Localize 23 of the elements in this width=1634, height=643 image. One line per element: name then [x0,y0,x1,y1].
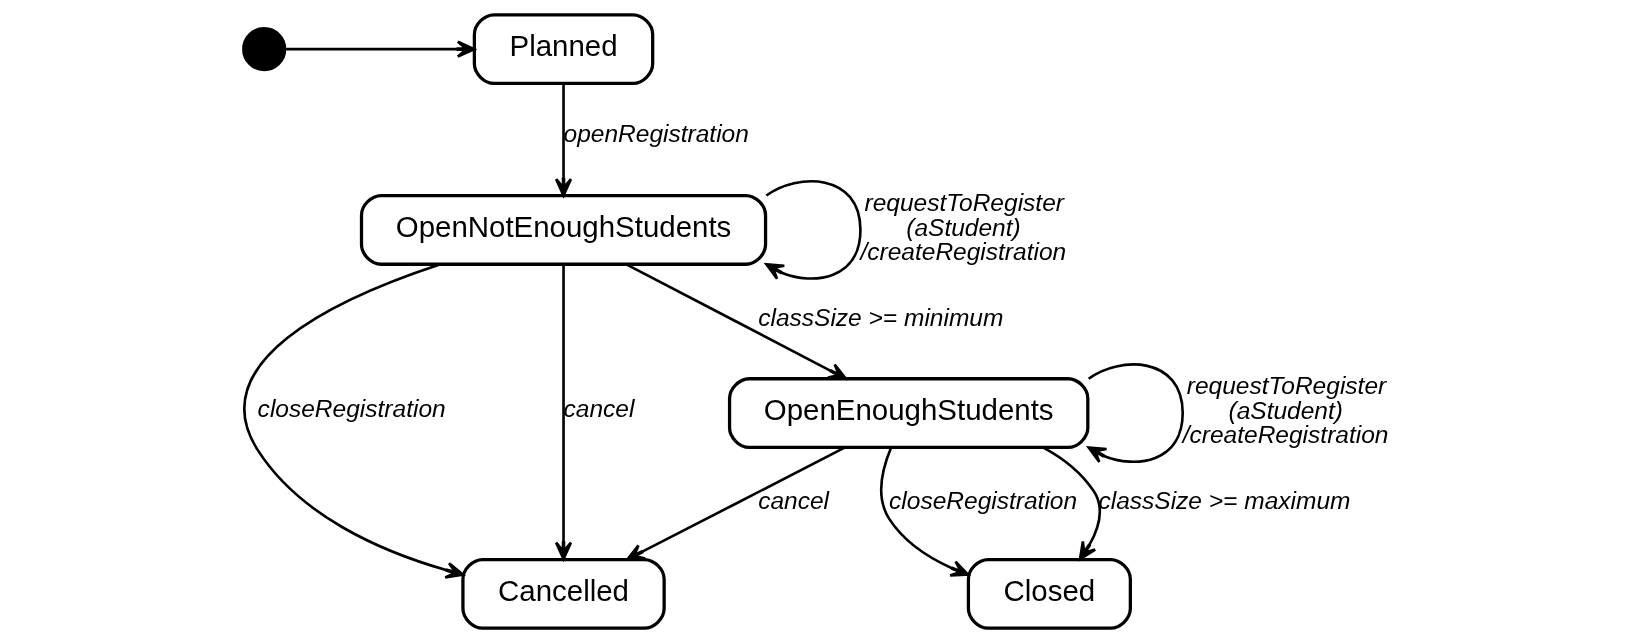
edge-label: cancel [758,486,830,514]
edge-label: requestToRegister (aStudent) /createRegistration [1182,372,1389,449]
arrow [626,446,846,561]
edge-label: requestToRegister (aStudent) /createRegistration [860,189,1067,266]
edge-label: closeRegistration [257,395,446,423]
node-box: Closed [966,557,1132,630]
node-circle [242,27,287,72]
node-box: OpenNotEnoughStudents [359,193,768,266]
arrow [880,447,970,577]
arrow [554,264,573,561]
arrow [1087,363,1184,464]
arrow [554,83,573,197]
edge-label: closeRegistration [889,486,1078,514]
edge-label: classSize >= minimum [758,303,1004,331]
arrow [765,180,862,280]
edge-label: classSize >= maximum [1098,486,1351,514]
arrow [1042,446,1102,561]
node-box: Cancelled [461,557,666,630]
arrow [243,263,465,579]
node-box: OpenEnoughStudents [727,377,1090,450]
node-box: Planned [472,13,655,86]
arrow [626,263,848,380]
arrow [284,40,476,58]
